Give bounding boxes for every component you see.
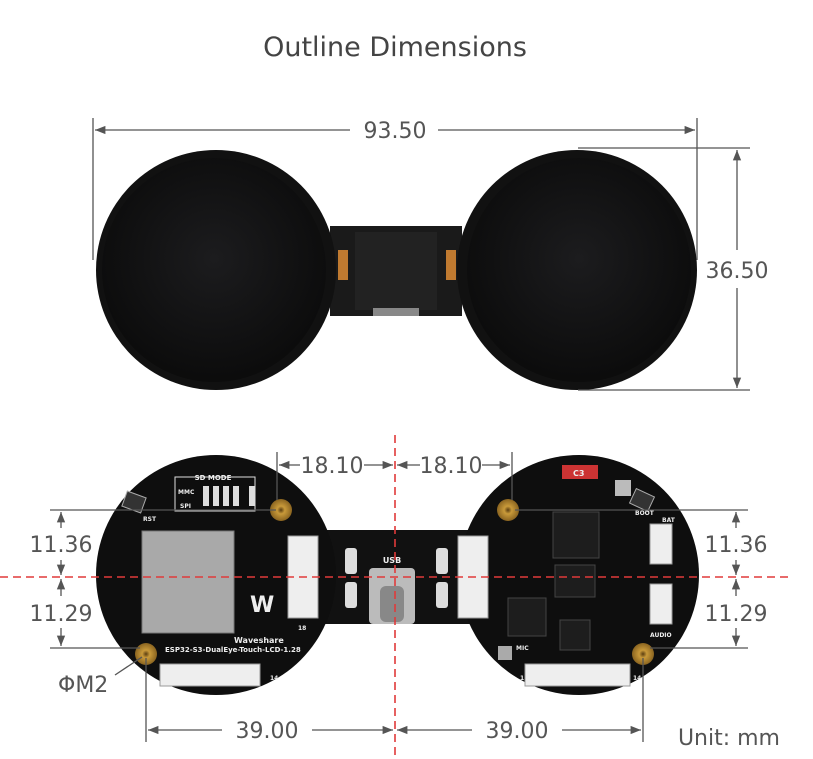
right-display bbox=[467, 158, 691, 382]
svg-text:AUDIO: AUDIO bbox=[650, 632, 672, 639]
svg-text:MMC: MMC bbox=[178, 489, 195, 496]
waveshare-logo: W bbox=[250, 593, 274, 618]
width-dimension: 93.50 bbox=[92, 118, 698, 260]
bottom-view-board: USB SD MODE MMC SPI RST 18 W Waveshare E… bbox=[96, 455, 699, 695]
svg-text:11.36: 11.36 bbox=[705, 533, 768, 558]
left-vertical-dimensions: 11.36 11.29 bbox=[30, 509, 276, 649]
microphone bbox=[498, 646, 512, 660]
mounting-hole bbox=[497, 499, 519, 521]
hole-spec-label: ΦM2 bbox=[58, 673, 108, 698]
svg-text:1: 1 bbox=[520, 675, 524, 682]
left-hole-offset-label: 18.10 bbox=[301, 454, 364, 479]
svg-text:BOOT: BOOT bbox=[635, 510, 655, 517]
width-label: 93.50 bbox=[364, 119, 427, 144]
svg-text:SPI: SPI bbox=[180, 503, 191, 510]
mounting-hole bbox=[270, 499, 292, 521]
header-connector-right bbox=[524, 663, 631, 687]
esp32-chip bbox=[552, 511, 600, 559]
usb-connector bbox=[373, 308, 419, 316]
right-hole-offset-label: 18.10 bbox=[420, 454, 483, 479]
right-vertical-dimensions: 11.36 11.29 bbox=[515, 509, 768, 649]
svg-text:11.29: 11.29 bbox=[30, 602, 93, 627]
svg-text:BAT: BAT bbox=[662, 517, 676, 524]
svg-text:Waveshare: Waveshare bbox=[234, 636, 284, 645]
c3-antenna bbox=[562, 465, 598, 479]
svg-text:USB: USB bbox=[383, 556, 401, 565]
sd-card-slot bbox=[141, 530, 235, 634]
hole-to-center-dimensions: 18.10 18.10 bbox=[276, 452, 513, 500]
svg-text:SD MODE: SD MODE bbox=[195, 474, 232, 482]
left-display bbox=[102, 158, 326, 382]
span-dimensions: 39.00 39.00 bbox=[145, 658, 644, 744]
svg-text:RST: RST bbox=[143, 516, 157, 523]
height-dimension: 36.50 bbox=[578, 147, 769, 391]
hole-spec-leader bbox=[114, 656, 143, 676]
header-connector-left bbox=[159, 663, 261, 687]
svg-text:14: 14 bbox=[633, 675, 641, 682]
svg-text:14: 14 bbox=[270, 675, 278, 682]
svg-text:18: 18 bbox=[298, 625, 306, 632]
top-view-device bbox=[96, 150, 697, 390]
svg-text:11.36: 11.36 bbox=[30, 533, 93, 558]
svg-text:C3: C3 bbox=[573, 469, 584, 478]
svg-text:11.29: 11.29 bbox=[705, 602, 768, 627]
svg-text:MIC: MIC bbox=[516, 645, 529, 652]
mounting-hole bbox=[632, 643, 654, 665]
ipex-connector bbox=[615, 480, 631, 496]
battery-connector bbox=[649, 523, 673, 565]
page-title: Outline Dimensions bbox=[263, 32, 527, 63]
mounting-hole bbox=[135, 643, 157, 665]
height-label: 36.50 bbox=[706, 259, 769, 284]
svg-text:39.00: 39.00 bbox=[486, 719, 549, 744]
svg-text:ESP32-S3-DualEye-Touch-LCD-1.2: ESP32-S3-DualEye-Touch-LCD-1.28 bbox=[165, 646, 301, 654]
unit-label: Unit: mm bbox=[678, 726, 780, 751]
audio-connector bbox=[649, 583, 673, 625]
boot-button bbox=[628, 487, 656, 513]
svg-text:39.00: 39.00 bbox=[236, 719, 299, 744]
